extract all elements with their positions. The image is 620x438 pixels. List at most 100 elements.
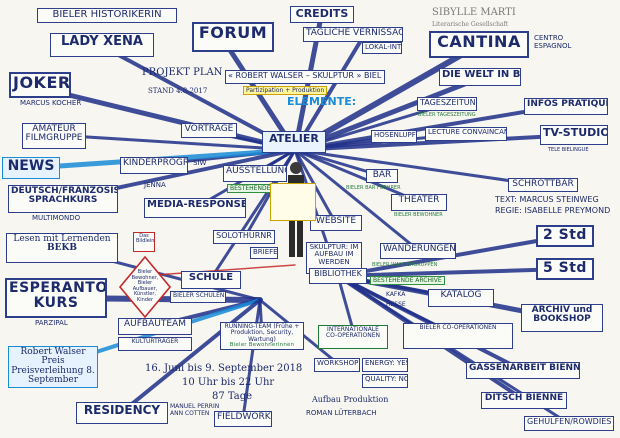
kafka-label: KAFKA <box>386 291 406 298</box>
credits-label: CREDITS <box>295 7 349 20</box>
vortraege-box: VORTRAGE <box>181 123 237 138</box>
aufbau-prod-label: Aufbau Produktion <box>312 395 389 404</box>
bildleiste-box: Das Bildlein <box>133 232 155 252</box>
connector-beam <box>293 148 420 252</box>
website-box: WEBSITE <box>310 215 362 231</box>
residency-sub-note: MANUEL PERRIN ANN COTTEN <box>170 403 230 417</box>
hosenlupf-label: HOSENLUPF <box>374 131 416 139</box>
tv-studio-label: TV-STUDIO <box>543 126 608 139</box>
tageszeitung-box: TAGESZEITUNG <box>417 97 477 111</box>
connector-beam <box>293 148 542 187</box>
sibylle-label: SIBYLLE MARTI <box>432 7 516 18</box>
bieler-koop-box: BIELER CO-OPERATIONEN <box>403 323 513 349</box>
text-marcus-label: TEXT: MARCUS STEINWEG <box>495 195 599 204</box>
connector-beam <box>241 298 262 420</box>
cantina-box: CANTINA <box>429 31 529 58</box>
workshop-box: WORKSHOP <box>314 358 360 372</box>
residency-box: RESIDENCY <box>76 402 168 424</box>
cantina-label: CANTINA <box>437 32 521 51</box>
preis-box: Robert Walser Preis Preisverleihung 8. S… <box>8 346 98 388</box>
bieler-tagblatt-note: BIELER TAGESZEITUNG <box>418 112 476 119</box>
connector-beam <box>53 133 297 152</box>
partizipation-label: Partizipation + Produktion <box>246 87 325 94</box>
bestehende-archive-2-label: BESTEHENDE ARCHIVE <box>373 277 442 284</box>
running-sub-label: Bieler Bewohnerinnen <box>229 341 295 348</box>
katalog-box: KATALOG <box>428 289 494 307</box>
forum-label: FORUM <box>198 23 268 42</box>
kooperationen-box: INTERNATIONALE CO-OPERATIONEN <box>318 325 388 349</box>
esperanto-label: ESPERANTO KURS <box>9 280 107 311</box>
aufbauteam-box: AUFBAUTEAM <box>118 318 192 335</box>
die-welt-box: DIE WELT IN BIEL <box>439 68 521 86</box>
credits-box: CREDITS <box>290 6 354 23</box>
jenna-label: JENNA <box>144 181 166 189</box>
preis-label: Robert Walser Preis Preisverleihung 8. S… <box>11 347 95 386</box>
lesen-label: Lesen mit Lernenden <box>13 234 111 244</box>
infos-box: INFOS PRATIQUES <box>524 98 608 115</box>
bekb-label: BEKB <box>47 243 77 254</box>
lady-xena-label: LADY XENA <box>61 34 143 49</box>
connector-beam <box>336 267 567 278</box>
fuenf-std-box: 5 Std <box>536 258 594 280</box>
hours-note: 10 Uhr bis 22 Uhr <box>182 377 274 388</box>
aufbau-prod-note: Aufbau Produktion <box>312 395 389 405</box>
wanderungen-box: WANDERUNGEN <box>380 243 456 259</box>
archiv-label: ARCHIV und BOOKSHOP <box>531 305 593 325</box>
quality-box: QUALITY: NO <box>362 374 408 388</box>
solothurnr-label: SOLOTHURNR <box>216 231 272 240</box>
schule-box: SCHULE <box>181 271 241 289</box>
theater-sub-label: BIELER BEWOHNER <box>394 212 443 218</box>
aufbauteam-label: AUFBAUTEAM <box>124 319 186 329</box>
sibylle-note: SIBYLLE MARTI Literarische Gesellschaft <box>432 7 516 29</box>
lecture-label: LECTURE CONVAINCANTE <box>428 128 506 136</box>
energy-box: ENERGY: YES <box>362 358 408 372</box>
fieldwork-label: FIELDWORK <box>217 412 271 422</box>
sprachkurs-box: DEUTSCH/FRANZÖSISCH SPRACHKURS <box>8 185 118 213</box>
bar-sub-label: BIELER BAR FUEHRER <box>346 185 401 191</box>
quality-label: QUALITY: NO <box>365 375 408 383</box>
vernissage-box: TÄGLICHE VERNISSAGE <box>303 27 403 42</box>
energy-label: ENERGY: YES <box>365 359 408 367</box>
multimondo-label: MULTIMONDO <box>32 214 81 222</box>
elemente-note: ELEMENTE: <box>287 95 356 108</box>
bar-sub-note: BIELER BAR FUEHRER <box>346 185 401 192</box>
jenna-note: JENNA <box>144 181 166 190</box>
gassenarbeit-box: GASSENARBEIT BIENNE <box>466 362 580 379</box>
amateur-label: AMATEUR FILMGRUPPE <box>25 124 83 144</box>
hesse-label: HESSE <box>386 301 406 308</box>
historikerin-label: BIELER HISTORIKERIN <box>52 9 162 20</box>
walser-leser-label: Bieler Bewohner, Bieler Aufbauer, Künstl… <box>131 269 159 303</box>
parzipal-label: PARZIPAL <box>35 319 68 327</box>
gassenarbeit-label: GASSENARBEIT BIENNE <box>469 363 580 373</box>
wanderungen-label: WANDERUNGEN <box>383 244 456 254</box>
atelier-box: ATELIER <box>262 131 326 153</box>
connector-beam <box>154 264 296 276</box>
partizipation-tag: Partizipation + Produktion <box>243 86 328 95</box>
joker-box: JOKER <box>9 72 71 98</box>
running-team-label: RUNNING-TEAM (Frühe + Produktion, Securi… <box>224 323 300 343</box>
telebielingue-note: TELE BIELINGUE <box>548 147 589 154</box>
fieldwork-box: FIELDWORK <box>214 411 272 427</box>
bar-box: BAR <box>366 169 398 183</box>
telebielingue-label: TELE BIELINGUE <box>548 147 589 153</box>
hesse-note: HESSE <box>386 301 406 309</box>
marcus-label: MARCUS KOCHER <box>20 99 82 107</box>
theater-sub-note: BIELER BEWOHNER <box>394 212 443 219</box>
stand-note: STAND 4.8.2017 <box>148 87 208 96</box>
bildleiste-label: Das Bildlein <box>136 233 155 245</box>
website-label: WEBSITE <box>315 216 357 226</box>
schrottbar-label: SCHROTTBAR <box>512 179 574 189</box>
sibylle-sub-label: Literarische Gesellschaft <box>432 21 509 28</box>
sprachkurs-label: DEUTSCH/FRANZÖSISCH SPRACHKURS <box>11 186 117 206</box>
kooperationen-label: INTERNATIONALE CO-OPERATIONEN <box>325 326 381 340</box>
stand-label: STAND 4.8.2017 <box>148 87 208 95</box>
residency-sub-label: MANUEL PERRIN ANN COTTEN <box>170 403 220 417</box>
connector-beam <box>293 148 422 204</box>
text-marcus-note: TEXT: MARCUS STEINWEG <box>495 195 599 205</box>
news-label: NEWS <box>7 158 55 174</box>
dates-label: 16. Juni bis 9. September 2018 <box>145 363 303 374</box>
skulptur-biel-label: « ROBERT WALSER – SKULPTUR » BIEL 2018 <box>228 71 384 80</box>
bieler-tagblatt-label: BIELER TAGESZEITUNG <box>418 112 476 118</box>
zwei-std-label: 2 Std <box>543 227 587 243</box>
